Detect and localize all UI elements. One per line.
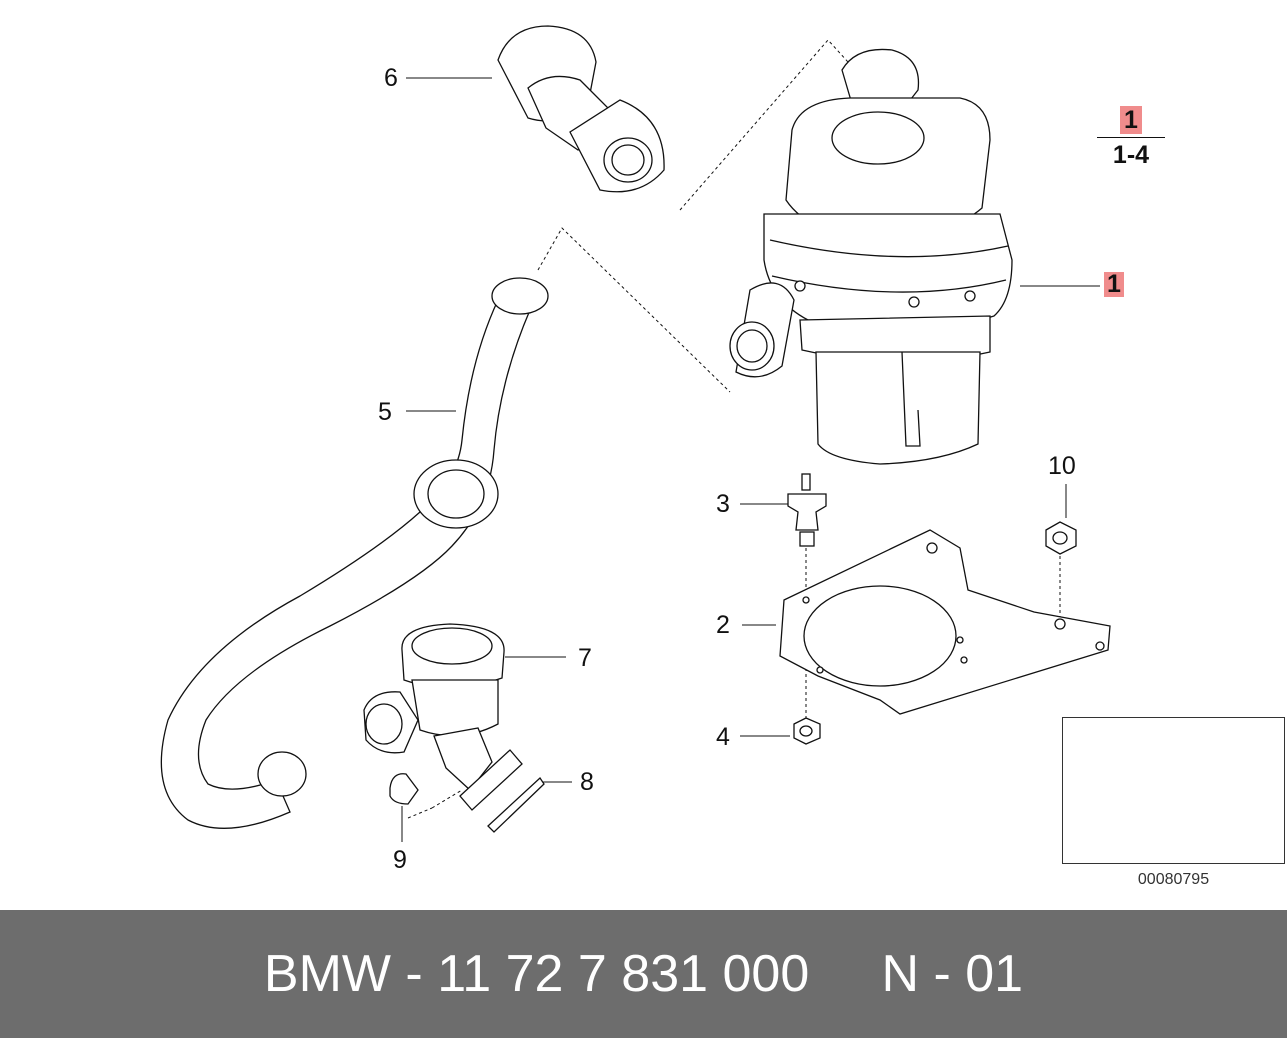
assembly-guide-lines [407, 39, 849, 819]
callout-5: 5 [378, 398, 392, 426]
fraction-bar [1097, 137, 1165, 138]
part-3-rubber-mount [787, 473, 827, 547]
fraction-bottom: 1-4 [1112, 141, 1150, 169]
part-2-bracket [779, 529, 1111, 715]
vehicle-inset-frame [1062, 717, 1285, 864]
footer-bar: BMW - 11 72 7 831 000 N - 01 [0, 910, 1287, 1038]
part-number-caption: BMW - 11 72 7 831 000 N - 01 [263, 945, 1024, 1003]
part-5-hose [160, 277, 549, 829]
inset-diagram-code: 00080795 [1137, 871, 1210, 888]
part-6-hose-coupling [497, 25, 665, 193]
callout-9: 9 [393, 846, 407, 874]
quantity-fraction: 1 1-4 [1097, 106, 1165, 168]
callout-7: 7 [578, 644, 592, 672]
part-7-check-valve [363, 623, 505, 791]
callout-2: 2 [716, 611, 730, 639]
callout-4: 4 [716, 723, 730, 751]
part-10-nut [1045, 521, 1077, 555]
callout-10: 10 [1048, 452, 1076, 480]
callout-1: 1 [1104, 272, 1124, 297]
part-8-gasket [459, 749, 545, 833]
callout-8: 8 [580, 768, 594, 796]
part-4-nut [793, 717, 821, 745]
part-9-clip [389, 773, 419, 805]
part-1-secondary-air-pump [729, 48, 1013, 465]
fraction-top: 1 [1120, 106, 1142, 134]
callout-3: 3 [716, 490, 730, 518]
leader-lines [401, 77, 1100, 842]
callout-6: 6 [384, 64, 398, 92]
